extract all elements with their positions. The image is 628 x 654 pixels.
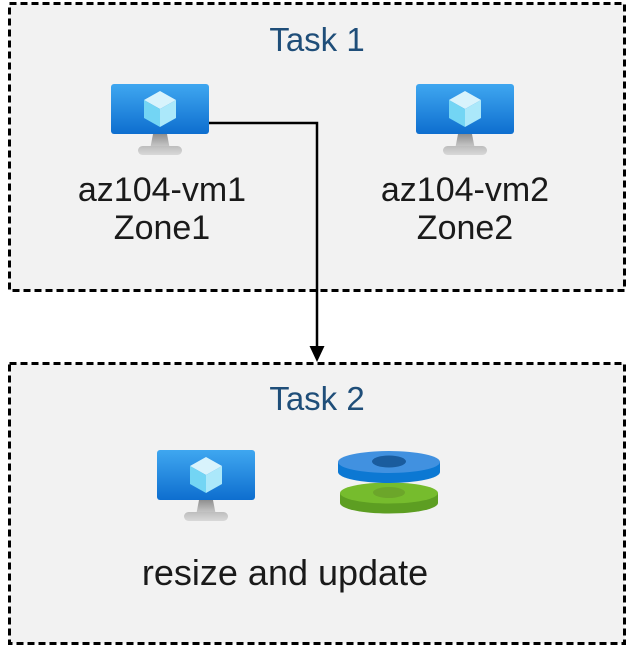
task2-caption: resize and update xyxy=(141,552,429,593)
blue-disk-hole xyxy=(372,455,406,468)
vm2-label: az104-vm2 Zone2 xyxy=(345,171,585,247)
cube-left-face xyxy=(144,100,160,127)
disks-icon xyxy=(338,451,440,514)
task2-title: Task 2 xyxy=(269,380,365,417)
vm-stand xyxy=(196,500,216,513)
cube-right-face xyxy=(465,100,481,127)
green-disk-hole xyxy=(373,487,405,498)
virtual-machine-icon xyxy=(111,84,209,155)
flow-arrow-line xyxy=(209,121,319,346)
vm2-zone: Zone2 xyxy=(416,209,514,247)
virtual-machine-icon xyxy=(157,450,255,521)
vm-stand xyxy=(455,134,475,147)
task1-title: Task 1 xyxy=(269,21,365,58)
vm-stand-base xyxy=(184,512,228,521)
vm1-zone: Zone1 xyxy=(113,209,211,247)
cube-left-face xyxy=(449,100,465,127)
virtual-machine-icon xyxy=(416,84,514,155)
vm-stand xyxy=(150,134,170,147)
cube-right-face xyxy=(206,466,222,493)
vm1-name: az104-vm1 xyxy=(77,171,247,209)
vm2-name: az104-vm2 xyxy=(380,171,550,209)
vm1-label: az104-vm1 Zone1 xyxy=(42,171,282,247)
vm-stand-base xyxy=(138,146,182,155)
task2-box xyxy=(8,362,626,645)
cube-left-face xyxy=(190,466,206,493)
cube-right-face xyxy=(160,100,176,127)
flow-arrow-head xyxy=(309,346,325,362)
vm-stand-base xyxy=(443,146,487,155)
